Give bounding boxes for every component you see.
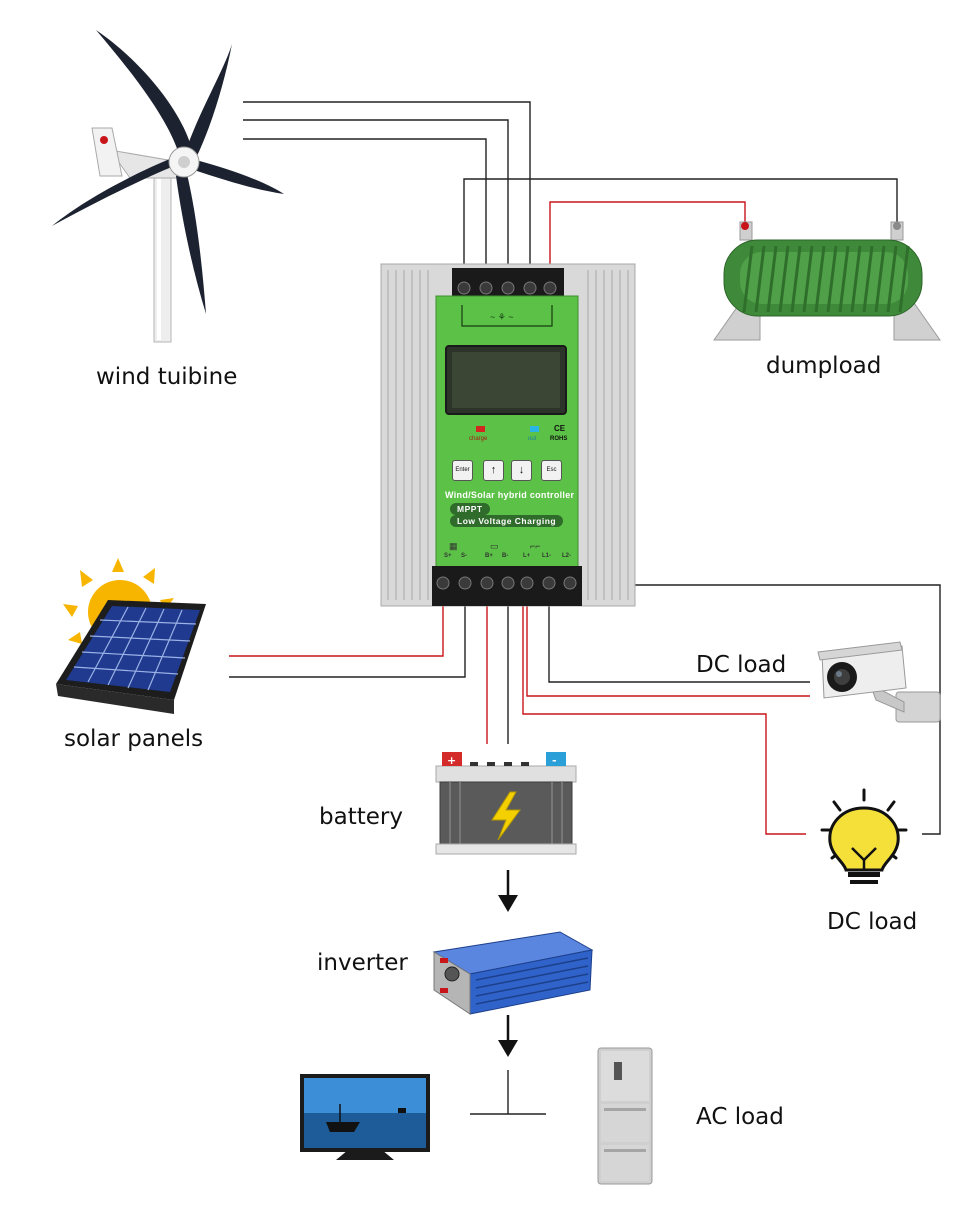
- wire-camera-black: [548, 588, 810, 683]
- terminal-label-b-minus: B-: [502, 553, 509, 559]
- battery-icon: [435, 752, 577, 855]
- dumpload-label: dumpload: [766, 353, 881, 379]
- svg-text:~ ⚘ ~: ~ ⚘ ~: [490, 312, 514, 322]
- fridge-icon: [597, 1047, 653, 1185]
- down-button[interactable]: ↓: [511, 460, 532, 481]
- light-bulb-icon: [820, 788, 908, 884]
- wire-wind-phase-3: [243, 138, 487, 288]
- terminal-label-b-plus: B+: [485, 553, 493, 559]
- rohs-mark: ROHS: [550, 436, 568, 442]
- top-terminals: [457, 281, 557, 295]
- wire-solar-black: [229, 588, 466, 678]
- arrow-up-icon: ↑: [490, 464, 497, 476]
- controller-title: Wind/Solar hybrid controller: [445, 490, 575, 500]
- dumpload-icon: [713, 221, 941, 341]
- charge-led-label: charge: [469, 436, 488, 442]
- battery-positive-sign: +: [447, 754, 456, 767]
- wire-solar-red: [229, 588, 444, 657]
- terminal-label-l-plus: L+: [523, 553, 531, 559]
- load-terminal-icon: ⌐⌐: [530, 541, 541, 551]
- dc-load-bulb-label: DC load: [827, 909, 917, 935]
- terminal-label-l2-minus: L2-: [562, 553, 571, 559]
- solar-terminal-icon: ▦: [449, 541, 458, 551]
- feature-mppt: MPPT: [450, 503, 490, 515]
- arrow-down-icon: ↓: [518, 464, 525, 476]
- wire-camera-red: [526, 588, 810, 697]
- arrow-battery-to-inverter: [498, 870, 518, 912]
- battery-terminal-icon: ▭: [490, 541, 499, 551]
- tv-icon: [300, 1074, 430, 1160]
- out-led-label: out: [528, 436, 537, 442]
- solar-panel-icon: [56, 558, 206, 714]
- arrow-inverter-to-ac: [498, 1015, 518, 1057]
- wire-dumpload-red: [549, 201, 746, 288]
- ce-mark: CE: [554, 424, 566, 433]
- camera-icon: [817, 641, 941, 723]
- inverter-icon: [432, 931, 594, 1015]
- wire-bulb-red: [522, 588, 806, 835]
- wire-wind-phase-2: [243, 119, 509, 288]
- wire-wind-phase-1: [243, 101, 531, 288]
- battery-label: battery: [319, 804, 403, 830]
- wind-turbine-icon: [52, 30, 284, 343]
- feature-low-voltage-charging: Low Voltage Charging: [450, 515, 564, 527]
- ac-load-label: AC load: [696, 1104, 784, 1130]
- wire-bulb-black: [570, 584, 941, 835]
- enter-button[interactable]: Enter: [452, 460, 473, 481]
- inverter-label: inverter: [317, 950, 408, 976]
- wind-turbine-label: wind tuibine: [96, 364, 237, 390]
- bottom-terminals: [436, 576, 577, 590]
- terminal-label-s-plus: S+: [444, 553, 452, 559]
- battery-negative-sign: -: [552, 754, 557, 767]
- esc-button[interactable]: Esc: [541, 460, 562, 481]
- solar-panels-label: solar panels: [64, 726, 203, 752]
- terminal-label-l1-minus: L1-: [542, 553, 551, 559]
- terminal-label-s-minus: S-: [461, 553, 467, 559]
- up-button[interactable]: ↑: [483, 460, 504, 481]
- dc-load-camera-label: DC load: [696, 652, 786, 678]
- wire-dumpload-black: [463, 178, 898, 288]
